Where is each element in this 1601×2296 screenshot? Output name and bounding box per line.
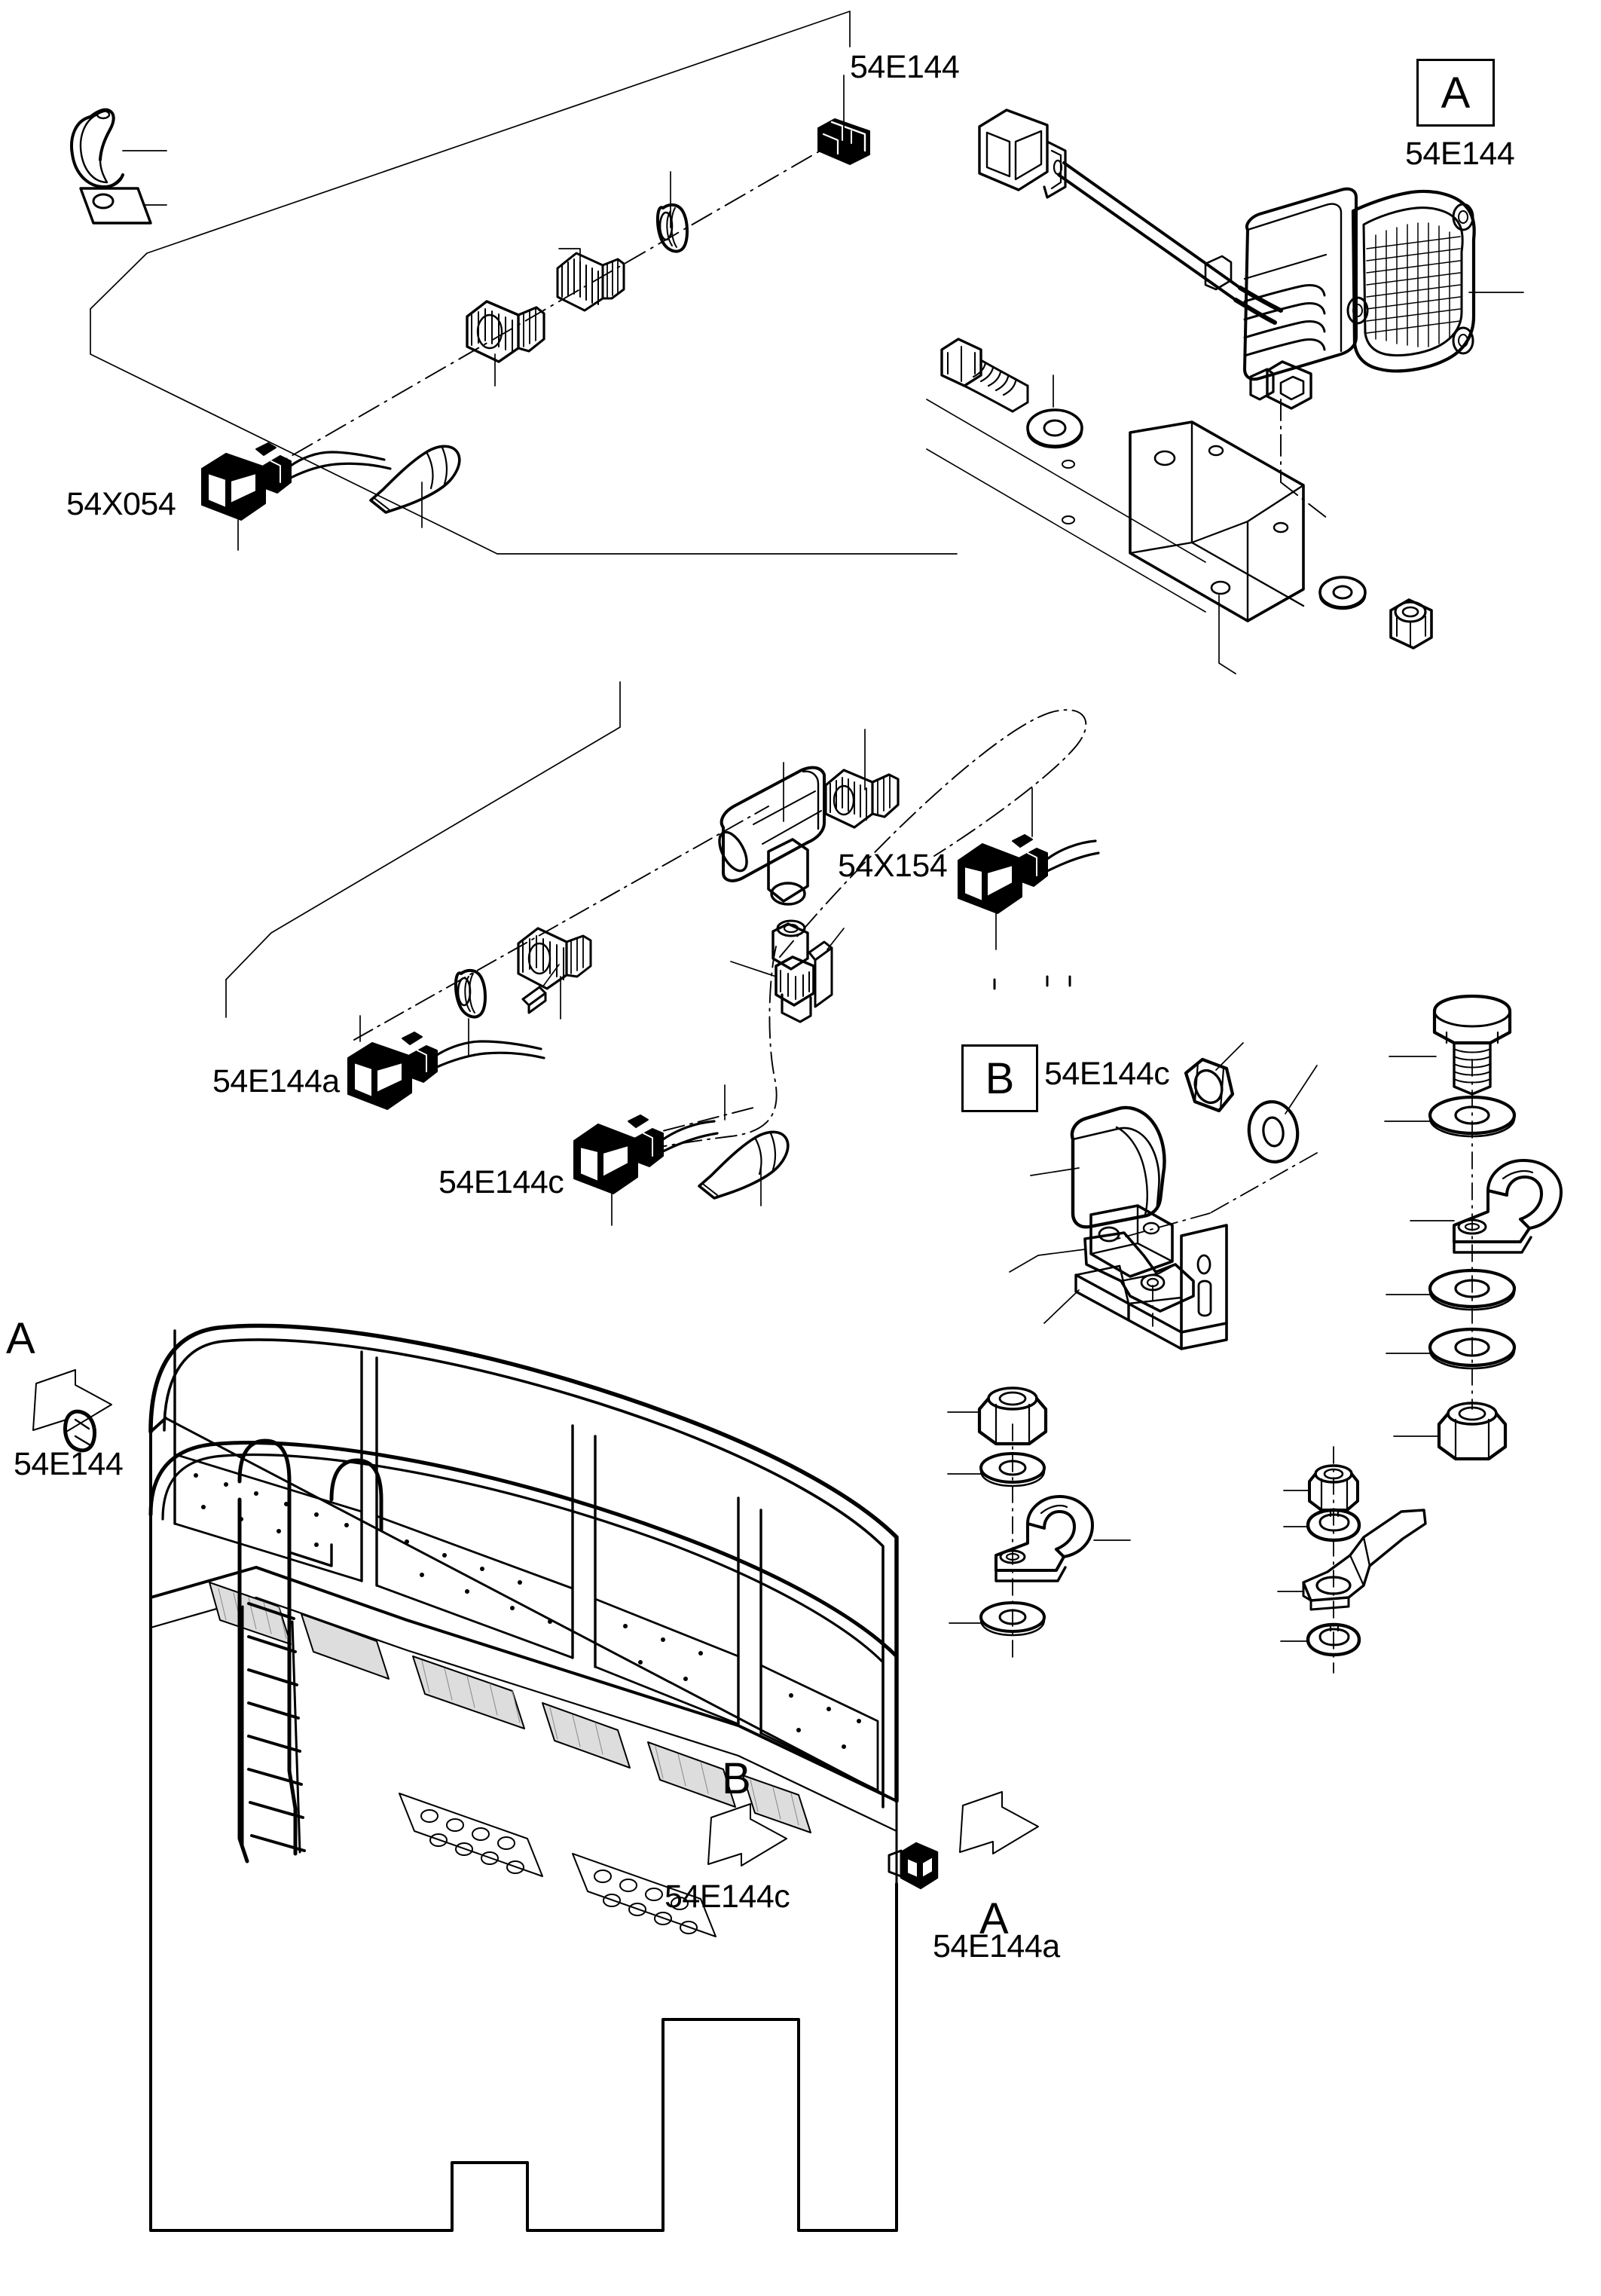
label-machine-a-part-right: 54E144a [933, 1928, 1060, 1964]
work-lamp-icon [1243, 187, 1476, 410]
flat-tab-plate-icon [79, 187, 152, 225]
lamp-mount-foot-icon [1083, 1231, 1195, 1313]
arrow-a-right [959, 1791, 1039, 1854]
cable-strain-relief [1204, 255, 1233, 291]
hex-bolt-right-icon [1432, 994, 1512, 1096]
flat-washer-lower-detail-a-icon [1318, 576, 1367, 610]
roll-pin-1-icon [521, 986, 547, 1014]
connector-54E144c-icon [573, 1114, 719, 1194]
lock-washer-strap-2-icon [1306, 1622, 1361, 1657]
label-machine-b-part: 54E144c [665, 1879, 790, 1915]
hex-nut-detail-b-icon [1184, 1057, 1235, 1113]
rubber-boot-mid-icon [698, 1130, 790, 1200]
label-connector-54X154: 54X154 [838, 848, 948, 884]
label-top-harness-part-no: 54E144 [850, 49, 960, 85]
lamp-pigtail-connector-icon [978, 109, 1067, 199]
roll-pin-2-icon [808, 940, 833, 1008]
straight-fitting-icon [771, 919, 815, 1023]
connector-54E144a-icon [347, 1032, 545, 1110]
hose-route-curve [779, 709, 1087, 958]
inline-connector-icon [817, 118, 870, 165]
p-clamp-right-icon [1453, 1159, 1563, 1254]
lamp-mount-point-left [63, 1409, 96, 1453]
label-machine-a-left: A [6, 1314, 35, 1363]
lock-washer-strap-1-icon [1306, 1508, 1361, 1542]
label-machine-a-part-left: 54E144 [14, 1446, 124, 1482]
lock-nut-right-icon [1437, 1402, 1508, 1461]
reference-ticks [993, 975, 1071, 990]
handrail-outer-top [148, 1323, 899, 1803]
flat-washer-center-2-icon [979, 1601, 1046, 1637]
assembly-axis-mid [353, 806, 769, 1041]
label-connector-54E144a: 54E144a [212, 1063, 340, 1099]
arrow-a-left [32, 1369, 112, 1432]
beacon-lamp-icon [1070, 1105, 1174, 1278]
handrail-outer-top-inner [163, 1338, 885, 1808]
rubber-boot-icon [369, 445, 461, 514]
bent-strap-bracket-icon [1302, 1509, 1427, 1611]
flat-washer-right-1-icon [1428, 1095, 1517, 1138]
knurled-nut-icon [824, 769, 900, 829]
ladder-rungs [247, 1602, 306, 1852]
arrow-b [707, 1803, 787, 1866]
label-connector-54X054: 54X054 [66, 486, 176, 522]
lock-nut-detail-a-icon [1389, 598, 1433, 650]
flat-washer-detail-a-icon [1026, 408, 1083, 449]
connector-54X054-icon [201, 442, 392, 521]
label-detail-b-part-no: 54E144c [1044, 1056, 1170, 1092]
l-bracket-slotted-icon [1074, 1224, 1228, 1350]
assembly-axis-top [225, 136, 845, 494]
tee-fitting-icon [718, 766, 826, 906]
label-connector-54E144c: 54E144c [438, 1164, 564, 1200]
label-machine-b: B [722, 1754, 751, 1803]
threaded-bushing-icon [556, 252, 625, 312]
label-detail-a-part-no: 54E144 [1405, 136, 1515, 172]
detail-a-box-top-right: A [1416, 59, 1495, 127]
label-machine-a-right: A [979, 1894, 1009, 1943]
grommet-ring-icon [656, 203, 689, 253]
harness-route-mid [225, 681, 621, 980]
connector-54X154-icon [958, 834, 1100, 914]
machine-walkway-assembly [63, 1323, 939, 2232]
l-bracket-detail-a-icon [1129, 420, 1305, 622]
callout-arrows [32, 1369, 1039, 1866]
threaded-bushing-mid-icon [517, 927, 592, 990]
machine-body-lower [149, 1596, 898, 2232]
cable-gland-nut-icon [466, 300, 545, 363]
flat-washer-right-2-icon [1428, 1268, 1517, 1311]
grommet-ring-mid-icon [454, 968, 487, 1019]
flat-washer-center-1-icon [979, 1452, 1046, 1487]
flat-washer-right-3-icon [1428, 1327, 1517, 1370]
lock-nut-center-icon [977, 1386, 1048, 1446]
hex-bolt-detail-a-icon [940, 338, 1029, 413]
flat-washer-detail-b-icon [1247, 1100, 1300, 1163]
p-clamp-center-icon [995, 1495, 1094, 1582]
retaining-clip-icon [70, 108, 124, 188]
lamp-mount-point-right [888, 1842, 939, 1890]
detail-b-box: B [961, 1044, 1038, 1112]
harness-route-upper [90, 11, 851, 310]
